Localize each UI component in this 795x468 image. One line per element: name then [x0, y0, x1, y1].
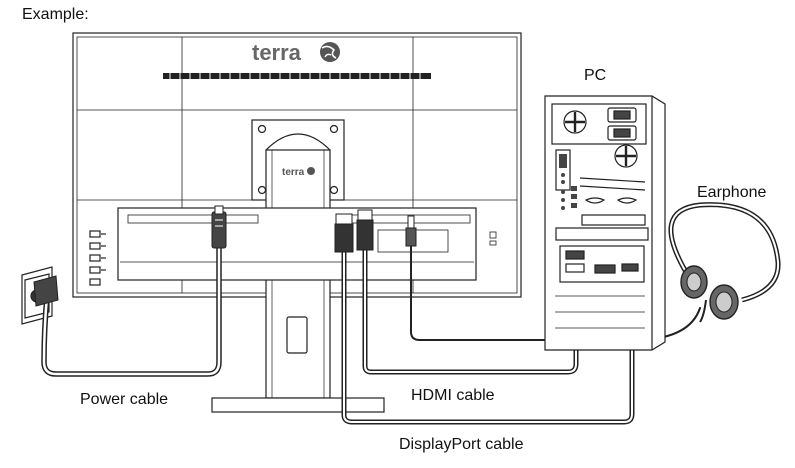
hdmi-cable-label: HDMI cable — [411, 387, 495, 404]
displayport-connector-monitor — [334, 213, 354, 253]
earphone-label: Earphone — [697, 184, 767, 201]
side-buttons — [89, 230, 106, 286]
pc-label: PC — [584, 67, 607, 84]
power-cable-label: Power cable — [80, 391, 169, 408]
brand-logo-small: terra — [282, 167, 305, 178]
hdmi-connector-monitor — [356, 209, 374, 251]
fan-icon-2 — [614, 144, 638, 168]
earphone-cable — [410, 245, 701, 341]
globe-icon-small — [307, 167, 315, 175]
audio-connector-monitor — [405, 215, 417, 247]
globe-icon — [320, 42, 340, 62]
earphone — [668, 202, 781, 323]
pc-tower — [544, 95, 666, 351]
brand-logo: terra — [252, 40, 302, 65]
fan-icon — [563, 110, 587, 134]
monitor: terra terra — [72, 32, 522, 413]
displayport-cable-label: DisplayPort cable — [399, 436, 524, 453]
power-plug — [211, 205, 227, 249]
outlet-plug — [33, 275, 59, 307]
example-heading: Example: — [22, 6, 89, 23]
